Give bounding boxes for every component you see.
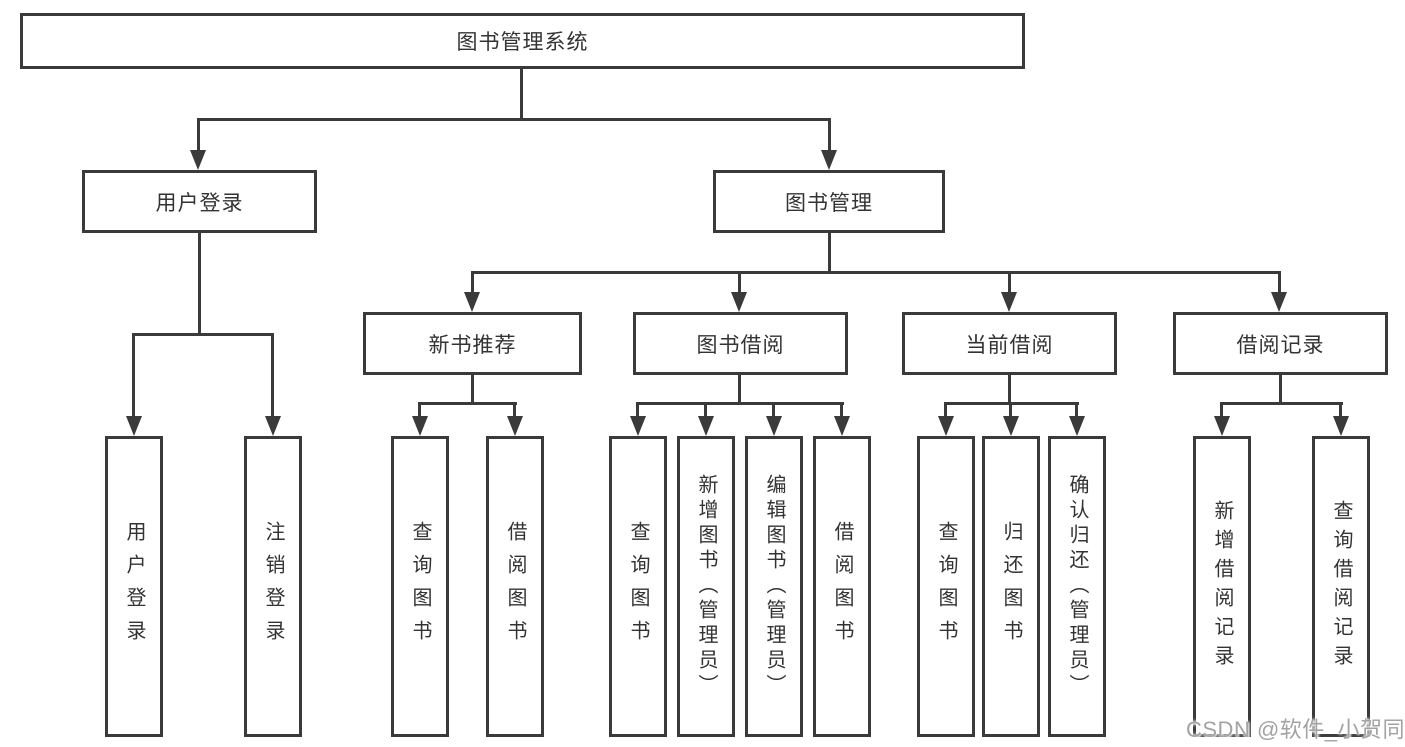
leaf-confirm-return-admin: 确认归还（管理员） [1048,436,1106,737]
arrow-down-icon [731,292,747,312]
leaf-add-borrow-record: 新增借阅记录 [1193,436,1251,737]
connector-line [738,271,741,295]
connector-line [198,233,201,335]
leaf-label: 新增借阅记录 [1211,499,1233,674]
connector-line [1008,271,1011,295]
leaf-label: 归还图书 [1000,520,1022,653]
arrow-down-icon [1333,416,1349,436]
arrow-down-icon [834,416,850,436]
node-label: 当前借阅 [965,333,1054,357]
leaf-label: 查询借阅记录 [1330,499,1352,674]
node-label: 图书管理系统 [456,31,589,54]
node-label: 图书借阅 [696,333,785,357]
arrow-down-icon [766,416,782,436]
leaf-logout: 注销登录 [244,436,302,737]
connector-line [944,402,947,418]
connector-line [1075,402,1078,418]
leaf-user-login: 用户登录 [105,436,163,737]
leaf-add-books-admin: 新增图书（管理员） [677,436,735,737]
leaf-query-books-1: 查询图书 [391,436,449,737]
leaf-query-borrow-record: 查询借阅记录 [1312,436,1370,737]
leaf-borrow-books-1: 借阅图书 [486,436,544,737]
arrow-down-icon [630,416,646,436]
connector-line [418,402,517,405]
node-borrowing-records: 借阅记录 [1173,312,1388,375]
leaf-label: 查询图书 [409,520,431,653]
connector-line [1339,402,1342,418]
connector-line [271,333,274,418]
connector-line [418,402,421,418]
leaf-edit-books-admin: 编辑图书（管理员） [745,436,803,737]
connector-line [636,402,639,418]
connector-line [132,333,135,418]
connector-line [197,118,200,154]
leaf-query-books-2: 查询图书 [609,436,667,737]
connector-line [471,375,474,405]
node-label: 新书推荐 [428,333,517,357]
node-library-system: 图书管理系统 [20,13,1025,69]
connector-line [828,118,831,154]
leaf-label: 借阅图书 [504,520,526,653]
connector-line [513,402,516,418]
node-user-login: 用户登录 [82,170,317,233]
connector-line [1009,402,1012,418]
leaf-borrow-books-2: 借阅图书 [813,436,871,737]
connector-line [840,402,843,418]
arrow-down-icon [507,416,523,436]
arrow-down-icon [412,416,428,436]
arrow-down-icon [1003,416,1019,436]
node-new-book-recommendation: 新书推荐 [363,312,582,375]
arrow-down-icon [1271,292,1287,312]
node-label: 图书管理 [785,191,873,215]
connector-line [704,402,707,418]
leaf-label: 新增图书（管理员） [695,474,717,699]
arrow-down-icon [1214,416,1230,436]
node-book-borrowing: 图书借阅 [633,312,848,375]
leaf-label: 查询图书 [627,520,649,653]
leaf-label: 注销登录 [262,520,284,653]
connector-line [132,333,274,336]
leaf-label: 确认归还（管理员） [1066,474,1088,699]
arrow-down-icon [1001,292,1017,312]
arrow-down-icon [464,292,480,312]
arrow-down-icon [1069,416,1085,436]
connector-line [1278,271,1281,295]
connector-line [738,375,741,405]
connector-line [1220,402,1343,405]
connector-line [471,271,474,295]
node-label: 借阅记录 [1236,333,1325,357]
leaf-label: 编辑图书（管理员） [763,474,785,699]
leaf-query-books-3: 查询图书 [917,436,975,737]
connector-line [1279,375,1282,405]
leaf-label: 用户登录 [123,520,145,653]
leaf-label: 查询图书 [935,520,957,653]
connector-line [520,69,523,121]
arrow-down-icon [821,150,837,170]
connector-line [197,118,831,121]
node-label: 用户登录 [155,191,244,215]
connector-line [772,402,775,418]
arrow-down-icon [265,416,281,436]
arrow-down-icon [126,416,142,436]
connector-line [1008,375,1011,405]
connector-line [636,402,844,405]
leaf-return-books: 归还图书 [982,436,1040,737]
arrow-down-icon [698,416,714,436]
leaf-label: 借阅图书 [831,520,853,653]
node-current-borrowing: 当前借阅 [902,312,1117,375]
node-book-management: 图书管理 [713,170,945,233]
connector-line [828,233,831,274]
connector-line [471,271,1281,274]
arrow-down-icon [190,150,206,170]
arrow-down-icon [938,416,954,436]
connector-line [1220,402,1223,418]
csdn-watermark: CSDN @软件_小贺同学 [1186,717,1405,742]
